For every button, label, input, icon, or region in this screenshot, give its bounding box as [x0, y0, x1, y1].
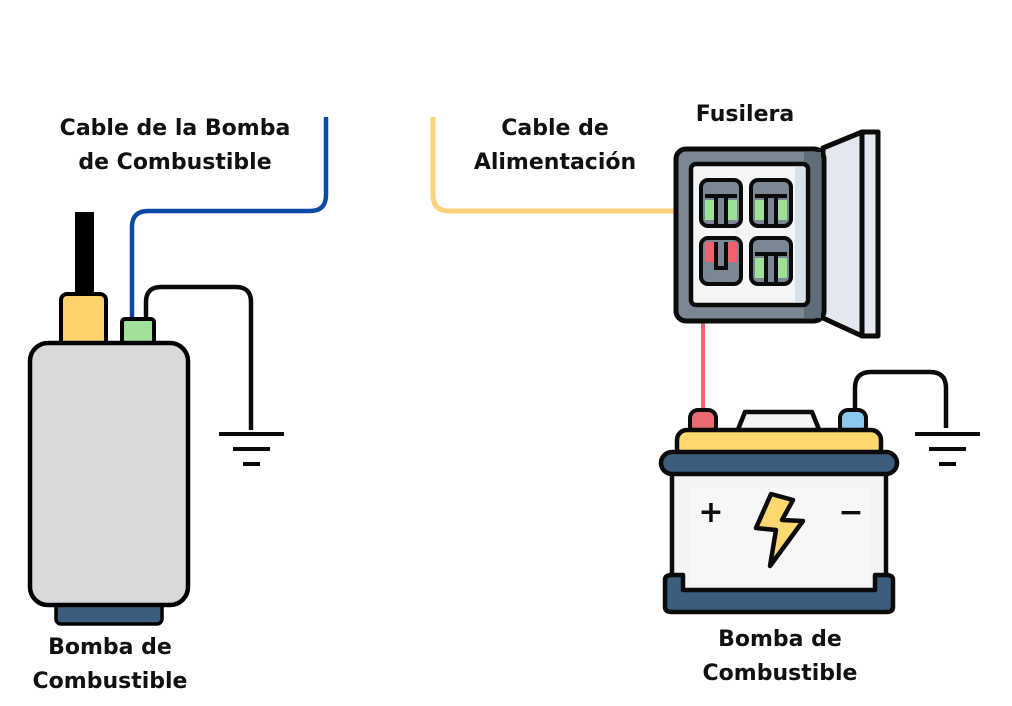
battery-ground-wire: [852, 369, 949, 428]
pump-ground-icon: [219, 432, 284, 466]
pump-cable-label-line1: Cable de la Bomba: [59, 116, 291, 141]
battery-ground-icon: [915, 432, 980, 466]
fuel-pump-body: [27, 340, 191, 608]
battery-icon: [658, 408, 900, 615]
battery-label: Bomba de Combustible: [680, 623, 880, 691]
pump-yellow-terminal: [59, 292, 108, 350]
pump-cable-wire: [129, 117, 329, 320]
pump-ground-wire: [143, 284, 254, 430]
breaker-2-green: [749, 178, 793, 228]
pump-label: Bomba de Combustible: [10, 631, 210, 699]
fuse-box-icon: [673, 129, 881, 339]
pump-cable-label: Cable de la Bomba de Combustible: [40, 112, 310, 180]
power-cable-label: Cable de Alimentación: [455, 112, 655, 180]
power-cable-label-line1: Cable de: [501, 116, 609, 141]
lightning-bolt-icon: [753, 491, 806, 569]
battery-minus-sign: −: [838, 495, 863, 530]
pump-cable-label-line2: de Combustible: [78, 150, 272, 175]
breaker-1-green: [699, 178, 743, 228]
power-cable-label-line2: Alimentación: [473, 150, 637, 175]
pump-label-line2: Combustible: [32, 669, 188, 694]
breaker-3-red: [699, 236, 743, 286]
battery-plus-sign: +: [698, 495, 723, 530]
fuse-box-label: Fusilera: [695, 102, 795, 127]
battery-label-line1: Bomba de: [718, 627, 842, 652]
pump-black-cable: [75, 212, 94, 297]
pump-label-line1: Bomba de: [48, 635, 172, 660]
battery-label-line2: Combustible: [702, 661, 858, 686]
breaker-4-green: [749, 236, 793, 286]
power-cable-wire: [430, 117, 676, 214]
